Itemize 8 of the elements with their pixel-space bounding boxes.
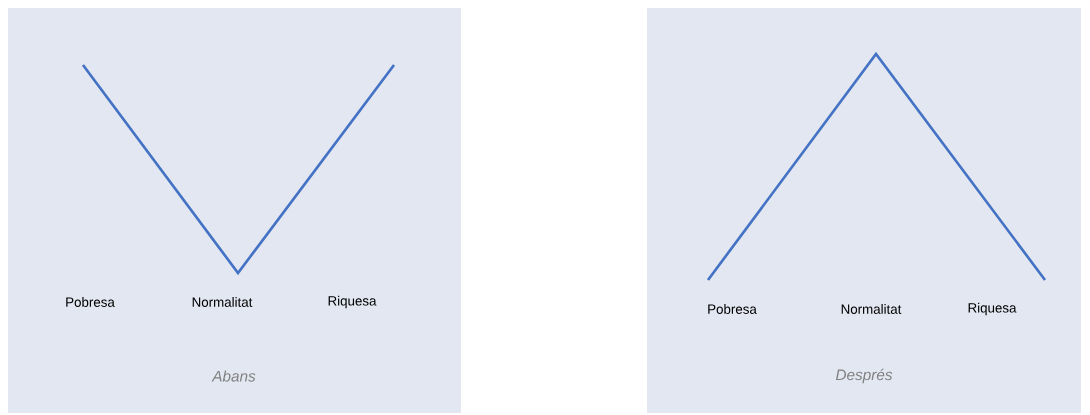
panel-title: Després bbox=[835, 368, 893, 384]
axis-label: Riquesa bbox=[328, 295, 377, 309]
panel-title: Abans bbox=[211, 370, 256, 382]
axis-label: Normalitat bbox=[192, 297, 253, 307]
axis-label: Riquesa bbox=[968, 302, 1017, 316]
axis-label: Pobresa bbox=[708, 304, 757, 314]
axis-label: Pobresa bbox=[66, 297, 115, 307]
axis-label: Normalitat bbox=[841, 304, 902, 314]
